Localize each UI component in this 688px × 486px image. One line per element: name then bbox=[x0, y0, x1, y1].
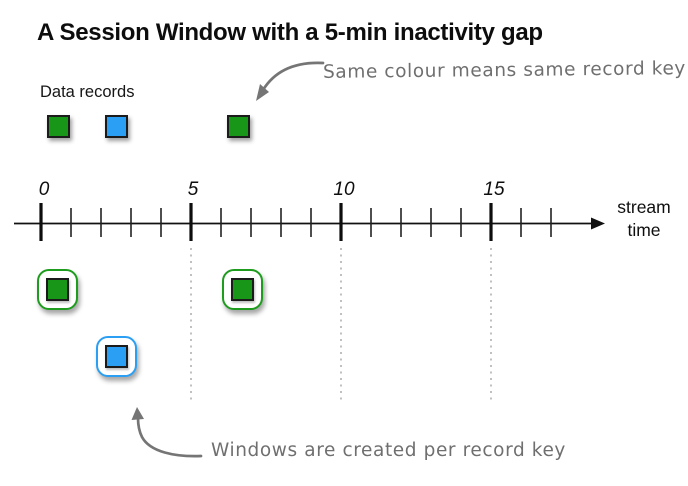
axis-title-line1: stream bbox=[617, 197, 671, 217]
data-record-green-2 bbox=[227, 115, 250, 138]
minor-ticks bbox=[70, 208, 552, 237]
windowed-record-green-1 bbox=[46, 278, 69, 301]
windowed-record-green-2 bbox=[231, 278, 254, 301]
annotation-windows-per-key: Windows are created per record key bbox=[211, 440, 566, 461]
data-records-label: Data records bbox=[40, 83, 135, 101]
axis-title-line2: time bbox=[627, 220, 661, 241]
tick-label-0: 0 bbox=[38, 179, 50, 200]
top-annotation-arrow-icon bbox=[256, 61, 325, 101]
session-window-blue bbox=[96, 336, 137, 377]
tick-label-5: 5 bbox=[187, 179, 199, 200]
annotation-same-colour: Same colour means same record key bbox=[322, 58, 687, 83]
bottom-annotation-arrow-icon bbox=[131, 407, 203, 458]
data-record-green-1 bbox=[47, 115, 70, 138]
diagram-title: A Session Window with a 5-min inactivity… bbox=[37, 19, 543, 46]
session-window-green-2 bbox=[222, 269, 263, 310]
windowed-record-blue bbox=[105, 345, 128, 368]
axis-arrowhead-icon bbox=[591, 217, 605, 230]
major-ticks bbox=[39, 203, 493, 241]
tick-label-10: 10 bbox=[333, 179, 355, 200]
time-axis bbox=[14, 203, 605, 241]
data-record-blue bbox=[105, 115, 128, 138]
session-window-green-1 bbox=[37, 269, 78, 310]
tick-label-15: 15 bbox=[483, 179, 505, 200]
axis-title: stream time bbox=[606, 196, 682, 242]
